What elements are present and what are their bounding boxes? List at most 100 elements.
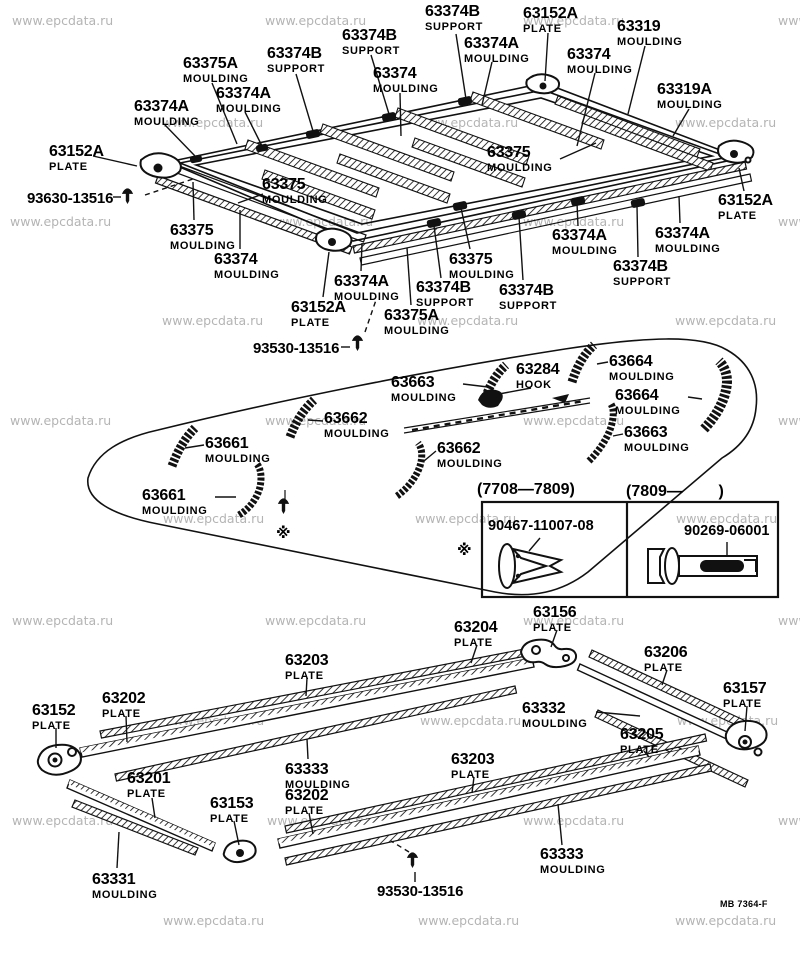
part-description: SUPPORT (613, 276, 672, 288)
part-number: ※ (457, 541, 472, 559)
part-number: 63374 (214, 251, 258, 268)
leader-line-dashed (364, 299, 377, 333)
leader-line (460, 207, 471, 250)
part-number: 63374A (216, 85, 271, 102)
part-description: SUPPORT (425, 21, 484, 33)
leader-line (116, 831, 120, 869)
bottom-corner-plates (36, 638, 768, 864)
leader-line (557, 803, 563, 846)
part-description: MOULDING (324, 428, 390, 440)
leader-line (151, 797, 156, 819)
leader-line (738, 167, 745, 192)
leader-line (498, 387, 532, 395)
part-number: 63319 (617, 18, 661, 35)
leader-line (192, 181, 195, 221)
leader-line (627, 45, 646, 115)
part-number: 63152A (523, 5, 578, 22)
watermark: www.epcdata.ru (265, 613, 367, 628)
part-description: MOULDING (567, 64, 633, 76)
watermark: www.epcdata.ru (12, 13, 114, 28)
part-number: 63156 (533, 604, 577, 621)
inset-part-left: 90467-11007-08 (488, 518, 594, 534)
leader-lines (55, 32, 748, 882)
part-number: 63374 (567, 46, 611, 63)
part-description: MOULDING (540, 864, 606, 876)
part-description: MOULDING (373, 83, 439, 95)
part-number: 63374A (552, 227, 607, 244)
leader-line (92, 155, 138, 167)
part-number: 63374B (416, 279, 471, 296)
part-description: PLATE (285, 670, 324, 682)
leader-line (672, 108, 690, 137)
leader-line (184, 444, 205, 449)
part-number: 63374A (464, 35, 519, 52)
leader-line (399, 92, 402, 137)
part-description: MOULDING (92, 889, 158, 901)
part-description: MOULDING (657, 99, 723, 111)
leader-line (433, 225, 442, 279)
leader-line (643, 750, 650, 758)
leader-line (360, 242, 363, 272)
part-number: 63152A (718, 192, 773, 209)
leader-line (481, 61, 493, 106)
leader-line (164, 124, 196, 157)
leader-line (308, 812, 314, 835)
part-number: 93530-13516 (377, 883, 464, 900)
part-description: MOULDING (449, 269, 515, 281)
leader-line (370, 54, 390, 115)
clip-variant-box (480, 500, 780, 599)
part-number: 63664 (609, 353, 653, 370)
leader-line (518, 216, 524, 281)
part-description: MOULDING (437, 458, 503, 470)
leader-line (307, 419, 324, 422)
part-label: 93530-13516 (253, 340, 339, 357)
part-number: 63375 (170, 222, 214, 239)
watermark: www.epcdata.ru (162, 313, 264, 328)
part-description: PLATE (32, 720, 71, 732)
part-number: 63202 (102, 690, 146, 707)
part-number: 63375A (384, 307, 439, 324)
leader-line (295, 73, 314, 132)
watermark: www.epcdata.ru (676, 511, 778, 526)
part-number: 63333 (285, 761, 329, 778)
leader-line (322, 251, 330, 298)
date-range-right: (7809— ) (626, 483, 724, 500)
part-number: 63663 (624, 424, 668, 441)
part-description: PLATE (454, 637, 493, 649)
leader-line (744, 705, 748, 732)
part-description: MOULDING (134, 116, 200, 128)
part-number: 63375 (449, 251, 493, 268)
leader-line (470, 644, 478, 664)
part-number: 63662 (324, 410, 368, 427)
part-description: MOULDING (142, 505, 208, 517)
part-number: 63374B (425, 3, 480, 20)
part-number: 63204 (454, 619, 498, 636)
part-description: MOULDING (170, 240, 236, 252)
clip-90467-drawing (498, 543, 564, 589)
part-description: PLATE (102, 708, 141, 720)
part-description: SUPPORT (342, 45, 401, 57)
watermark: www.epcdata.ru (417, 313, 519, 328)
watermark: www.epcdata.ru (675, 115, 777, 130)
part-description: PLATE (285, 805, 324, 817)
leader-line (576, 202, 579, 227)
part-description: MOULDING (384, 325, 450, 337)
reference-asterisk: ※ (457, 541, 472, 559)
part-description: MOULDING (615, 405, 681, 417)
leader-line (233, 820, 240, 846)
